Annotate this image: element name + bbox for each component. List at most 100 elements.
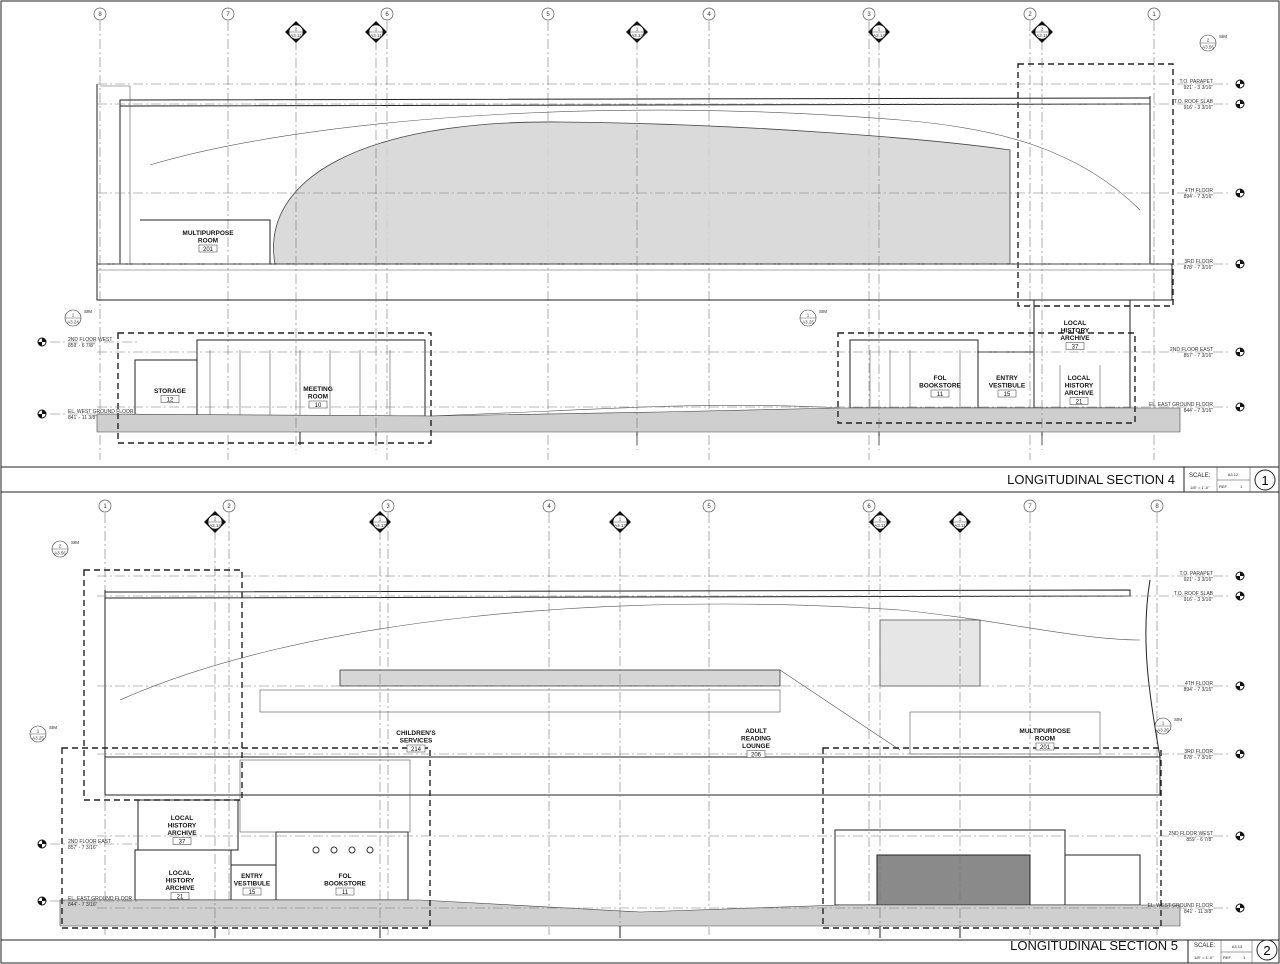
level-name: 2ND FLOOR EAST xyxy=(1170,347,1213,353)
section-marker-number: 1 xyxy=(619,517,622,522)
room-number-box xyxy=(172,837,192,845)
room-tag: STORAGE 12 xyxy=(154,388,187,403)
level-elevation: 857' - 7 3/16" xyxy=(68,845,98,851)
room-name: VESTIBULE xyxy=(234,881,271,888)
section-marker-number: 1 xyxy=(375,27,378,32)
room-name: STORAGE xyxy=(154,388,187,395)
room-number: 37 xyxy=(179,839,186,845)
grid-label: 6 xyxy=(385,12,389,18)
section-marker-number: 1 xyxy=(379,517,382,522)
room-number: 12 xyxy=(167,397,174,403)
room-name: ARCHIVE xyxy=(1064,390,1094,397)
ref-value: 1 xyxy=(1240,484,1243,489)
grid-bubble xyxy=(93,7,107,21)
grid-bubble xyxy=(1023,499,1037,513)
section-marker-sheet: A3.13 xyxy=(631,33,643,38)
level-elevation: 921' - 3 3/16" xyxy=(1184,577,1214,583)
room-name: HISTORY xyxy=(166,878,195,885)
section-marker-sheet: A3.11 xyxy=(954,523,966,528)
room-name: FOL xyxy=(934,375,947,382)
level-name: 3RD FLOOR xyxy=(1184,259,1213,265)
room-name: HISTORY xyxy=(1065,383,1094,390)
scale-label: SCALE: xyxy=(1194,943,1216,949)
room-name: ROOM xyxy=(308,394,328,401)
level-datum-fill xyxy=(38,840,46,848)
level-name: 2ND FLOOR WEST xyxy=(68,337,112,343)
level-datum-fill xyxy=(1236,80,1244,88)
section-marker-number: 1 xyxy=(636,27,639,32)
grid-bubble xyxy=(98,499,112,513)
level-datum-fill xyxy=(1236,832,1244,840)
detail-callout-note: SIM xyxy=(71,540,79,545)
room-name: LOUNGE xyxy=(742,743,770,750)
room-number: 15 xyxy=(1004,392,1011,398)
room-name: ARCHIVE xyxy=(167,830,197,837)
grid-label: 8 xyxy=(1155,504,1159,510)
scale-value: 1/8" = 1'-0" xyxy=(1190,485,1210,490)
room-name: ARCHIVE xyxy=(1060,335,1090,342)
level-elevation: 878' - 7 3/16" xyxy=(1184,265,1214,271)
grid-label: 2 xyxy=(1028,12,1032,18)
level-name: EL. WEST GROUND FLOOR xyxy=(1148,903,1214,909)
grid-label: 1 xyxy=(1152,12,1156,18)
level-elevation: 894' - 7 3/16" xyxy=(1184,194,1214,200)
building-section xyxy=(59,569,1181,938)
detail-callout-note: SIM xyxy=(1219,34,1227,39)
section-marker-sheet: A3.13 xyxy=(374,523,386,528)
detail-callout-note: SIM xyxy=(49,725,57,730)
level-datum-fill xyxy=(1236,189,1244,197)
room-number-box xyxy=(160,395,180,403)
title-block-section-4: LONGITUDINAL SECTION 4 SCALE: 1/8" = 1'-… xyxy=(1,466,1279,493)
grid-bubble xyxy=(1023,7,1037,21)
room-name: MULTIPURPOSE xyxy=(1019,728,1071,735)
room-number-box xyxy=(170,892,190,900)
room-name: BOOKSTORE xyxy=(919,383,961,390)
level-name: 2ND FLOOR EAST xyxy=(68,839,111,845)
room-number-box xyxy=(997,389,1017,398)
section-marker-number: 2 xyxy=(295,27,298,32)
level-datum-fill xyxy=(1236,592,1244,600)
section-marker-sheet: A3.11 xyxy=(370,33,382,38)
room-number-box xyxy=(930,389,950,398)
level-name: 3RD FLOOR xyxy=(1184,749,1213,755)
room-number: 21 xyxy=(177,894,184,900)
level-elevation: 916' - 3 3/16" xyxy=(1184,105,1214,111)
detail-callout-number: 1 xyxy=(807,313,810,318)
level-datum-fill xyxy=(1236,750,1244,758)
room-number-box xyxy=(746,750,766,758)
room-number: 214 xyxy=(411,747,422,753)
room-labels: CHILDREN'SSERVICES214ADULTREADINGLOUNGE2… xyxy=(165,728,1071,900)
scale-value: 1/8" = 1'-0" xyxy=(1194,955,1214,960)
section-marker-number: 1 xyxy=(878,27,881,32)
drawing-number: 2 xyxy=(1263,943,1270,958)
room-name: SERVICES xyxy=(400,738,433,745)
room-name: MULTIPURPOSE xyxy=(182,230,234,237)
level-datum-fill xyxy=(1236,572,1244,580)
section-marker-number: 1 xyxy=(959,517,962,522)
grid-label: 3 xyxy=(386,504,390,510)
level-elevation: 841' - 11 3/8" xyxy=(1184,909,1213,915)
grid-bubble xyxy=(1150,499,1164,513)
title-block-section-5: LONGITUDINAL SECTION 5 SCALE: 1/8" = 1'-… xyxy=(1,938,1279,963)
sheet-ref: A3.13 xyxy=(1232,944,1243,949)
room-name: ARCHIVE xyxy=(165,885,195,892)
grid-bubble xyxy=(542,499,556,513)
detail-callout-number: 1 xyxy=(37,729,40,734)
room-number: 206 xyxy=(751,752,762,758)
room-name: FOL xyxy=(339,873,352,880)
grid-label: 8 xyxy=(98,12,102,18)
grid-bubble xyxy=(222,499,236,513)
room-number: 21 xyxy=(1076,399,1083,405)
